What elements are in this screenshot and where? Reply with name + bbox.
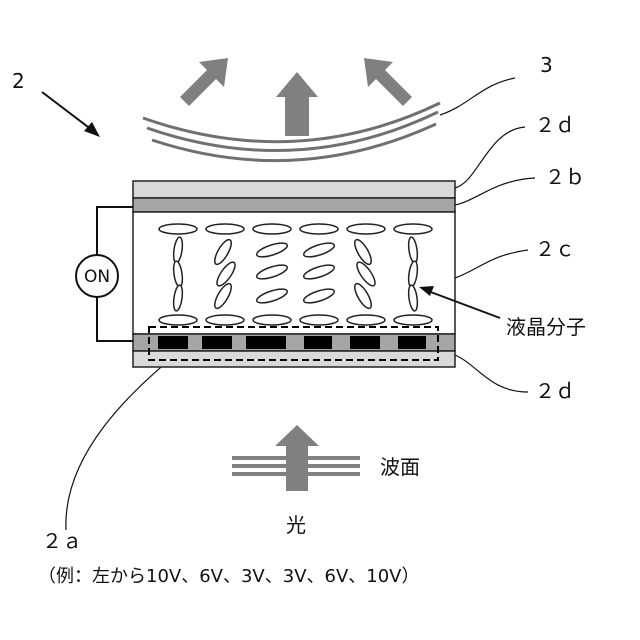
label-bottom-layer: ２ｄ bbox=[535, 379, 575, 403]
arrow-up bbox=[276, 72, 318, 136]
switch-label: ON bbox=[84, 267, 110, 287]
device-pointer-arrow bbox=[42, 92, 100, 137]
top-electrode bbox=[133, 198, 455, 212]
label-electrode-array: ２ａ bbox=[42, 529, 82, 553]
label-molecules: 液晶分子 bbox=[506, 315, 586, 339]
on-switch: ON bbox=[76, 255, 118, 297]
top-glass bbox=[133, 181, 455, 198]
label-lens: 3 bbox=[540, 53, 553, 77]
arrow-up-right bbox=[364, 58, 412, 106]
label-example: （例：左から10V、6V、3V、3V、6V、10V） bbox=[38, 566, 420, 587]
label-lc-layer: ２ｃ bbox=[535, 237, 575, 261]
label-device: 2 bbox=[12, 69, 25, 93]
label-light: 光 bbox=[286, 513, 306, 537]
outgoing-arrows bbox=[180, 58, 412, 136]
label-top-layer: ２ｄ bbox=[535, 113, 575, 137]
label-top-electrode: ２ｂ bbox=[545, 165, 585, 189]
incoming-light bbox=[232, 425, 360, 491]
label-wavefront: 波面 bbox=[380, 455, 420, 479]
arrow-up-left bbox=[180, 58, 228, 106]
